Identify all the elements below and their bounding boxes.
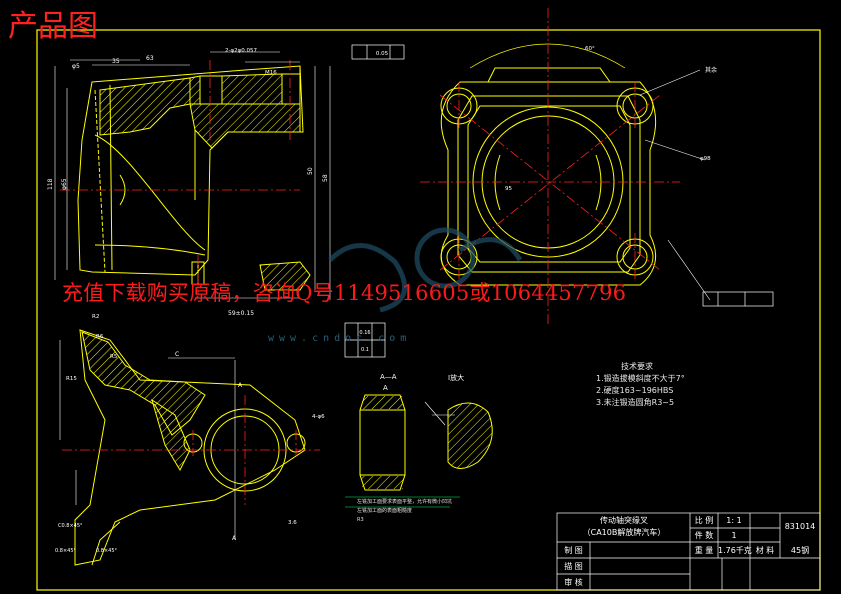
green-note-leader: [345, 496, 460, 508]
front-view-dimensions: [639, 69, 711, 301]
main-view-centerlines: [60, 60, 300, 295]
front-view-arc: [469, 43, 626, 69]
dim-phi5: φ5: [72, 63, 80, 70]
main-view-dimensions: [54, 51, 331, 300]
gtol-top-value: 0.05: [376, 51, 389, 57]
hatch-section-aa-top: [362, 396, 403, 409]
gtol-value-016: 0.16: [359, 330, 370, 336]
detail-i-dimensions: [424, 401, 455, 426]
dim-3-6: 3.6: [288, 520, 297, 526]
hatch-main-boss: [189, 73, 301, 149]
title-part-note: （CA10B解放牌汽车）: [582, 528, 666, 537]
side-view-centerlines: [62, 395, 320, 505]
title-qty-label: 件 数: [694, 531, 714, 540]
section-aa-view: [359, 394, 406, 491]
hatch-main-top: [99, 77, 191, 136]
dim-2x-bore: 2-φ2φ0.057: [225, 48, 257, 54]
note-rest: 其余: [705, 66, 717, 74]
dim-c: C: [175, 351, 179, 358]
watermark-site: www.cndoc.com: [268, 333, 412, 344]
title-weight-label: 重 量: [694, 546, 714, 555]
dim-35: 35: [112, 58, 120, 65]
dim-r6: R6: [96, 334, 104, 340]
dim-r15: R15: [66, 376, 77, 382]
watermark-text: 充值下载购买原稿，咨询Q号1149516605或1064457796: [62, 281, 627, 305]
dim-chamfer-3: 0.8×45°: [96, 548, 118, 554]
section-marker-a-top: A: [238, 382, 243, 389]
dim-60deg: 60°: [585, 46, 595, 52]
watermark-logo: [328, 227, 523, 313]
section-label-aa: A—A: [380, 373, 397, 381]
gtol-frame-right: [702, 291, 774, 307]
title-trace-label: 描 图: [564, 562, 583, 571]
dim-58: 58: [322, 174, 329, 182]
title-block: [556, 512, 821, 591]
dim-118: 118: [47, 178, 54, 190]
note-green-2: 左铣加工面的表面粗糙度: [357, 507, 412, 514]
note-green-1: 左铣加工面要求表面平整，允许有微小凹坑: [357, 498, 452, 505]
title-material-value: 45钢: [790, 546, 810, 555]
hatch-main-flange: [259, 261, 311, 291]
hatch-side-view: [81, 331, 206, 436]
gtol-table-middle: [344, 322, 386, 358]
dim-95: 95: [505, 186, 512, 192]
section-marker-a-bottom: A: [232, 535, 237, 542]
title-weight-value: 1.76千克: [718, 546, 752, 555]
title-scale-label: 比 例: [694, 516, 714, 525]
tech-requirements-title: 技术要求: [621, 362, 653, 371]
dim-r2: R2: [92, 314, 99, 320]
title-drawing-no: 831014: [784, 522, 816, 531]
dim-4-holes: 4-φ6: [312, 414, 325, 420]
tech-requirement-1: 1.锻造拔模斜度不大于7°: [596, 374, 685, 383]
dim-50: 50: [307, 167, 314, 175]
title-draw-label: 制 图: [564, 546, 583, 555]
section-label-detail: I放大: [448, 374, 465, 382]
dim-phi65: φ65: [61, 178, 68, 190]
dim-phi98: φ98: [700, 156, 711, 162]
hatch-section-aa-bottom: [362, 476, 403, 489]
gtol-value-01: 0.1: [361, 347, 369, 353]
dim-chamfer-2: 0.8×45°: [55, 548, 77, 554]
drawing-frame: [36, 29, 821, 591]
side-view-dimensions: [59, 340, 236, 540]
front-view-centerlines: [420, 8, 680, 325]
detail-i-view: [447, 402, 493, 469]
title-check-label: 审 核: [564, 578, 583, 587]
title-part-name: 传动轴突缘叉: [600, 516, 648, 525]
dim-59: 59±0.15: [228, 310, 254, 317]
title-qty-value: 1: [731, 531, 737, 540]
title-scale-value: 1: 1: [726, 516, 742, 525]
dim-r5: R5: [110, 354, 118, 360]
tech-requirement-3: 3.未注锻造圆角R3~5: [596, 398, 675, 407]
section-label-a: A: [383, 384, 388, 392]
dim-63: 63: [146, 55, 154, 62]
dim-m16: M16: [265, 70, 277, 76]
product-label: 产品图: [8, 9, 98, 44]
tech-requirement-2: 2.硬度163~196HBS: [596, 386, 674, 395]
title-material-label: 材 料: [755, 546, 775, 555]
gtol-frame-top: [351, 44, 405, 60]
hatch-side-web: [151, 398, 191, 472]
dim-chamfer-1: C0.8×45°: [58, 523, 83, 529]
note-green-3: R3: [357, 517, 364, 523]
